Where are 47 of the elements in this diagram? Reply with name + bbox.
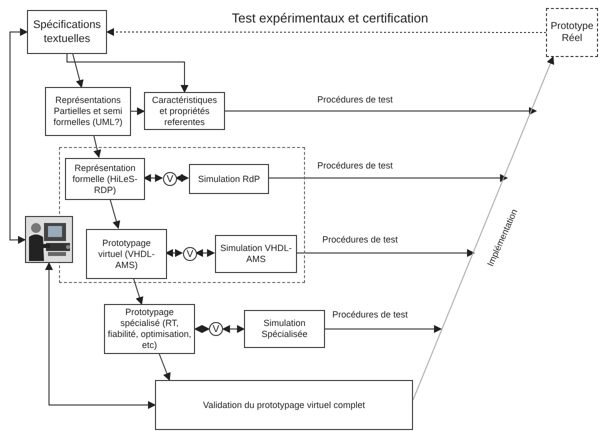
dashed-box — [546, 8, 598, 57]
group-region — [59, 147, 305, 283]
process-box — [65, 158, 145, 200]
node-text: V — [212, 322, 220, 336]
arrow — [106, 28, 546, 36]
node-text: Représentations Partielles et semi formelles (UML?) — [52, 95, 124, 128]
arrow — [110, 198, 120, 229]
double-arrow — [175, 174, 189, 182]
arrow — [296, 249, 475, 257]
double-arrow — [45, 262, 156, 409]
node-text: Simulation RdP — [198, 174, 260, 184]
node-text: Spécifications textuelles — [32, 18, 102, 46]
process-box — [189, 164, 269, 194]
arrow — [324, 325, 442, 333]
arrow — [66, 54, 188, 93]
arrow — [268, 174, 508, 182]
arrow — [158, 354, 171, 381]
double-arrow — [222, 325, 245, 333]
arrow — [93, 136, 102, 158]
process-box — [244, 310, 325, 348]
node-text: Validation du prototypage virtuel complet — [203, 400, 365, 410]
node-text: Représentation formelle (HiLeS-RDP) — [71, 162, 139, 196]
arrow — [132, 278, 144, 305]
double-arrow — [10, 28, 28, 244]
node-text: Prototypage spécialisé (RT, fiabilité, optimisation, etc) — [107, 307, 192, 351]
process-box — [27, 10, 107, 54]
node-text: Caractéristiques et propriétés referentes — [150, 94, 218, 128]
node-text: V — [186, 248, 194, 262]
node-text: Prototype Réel — [550, 20, 594, 44]
arrow — [72, 54, 84, 88]
double-arrow — [165, 249, 183, 257]
node-text: Prototypage virtuel (VHDL-AMS) — [97, 238, 156, 270]
process-box — [215, 235, 297, 273]
arrow — [130, 107, 145, 116]
process-box — [86, 229, 167, 279]
arrow — [412, 56, 554, 400]
process-box — [155, 380, 413, 430]
node-text: Simulation Spécialisée — [260, 318, 309, 340]
node-text: Simulation VHDL-AMS — [219, 243, 293, 265]
process-box — [144, 92, 225, 130]
picture-frame — [25, 216, 73, 263]
double-arrow — [143, 174, 163, 182]
arrow — [224, 107, 537, 115]
node-text: V — [166, 172, 174, 186]
process-box — [45, 87, 131, 136]
double-arrow — [194, 325, 210, 333]
double-arrow — [195, 249, 215, 257]
